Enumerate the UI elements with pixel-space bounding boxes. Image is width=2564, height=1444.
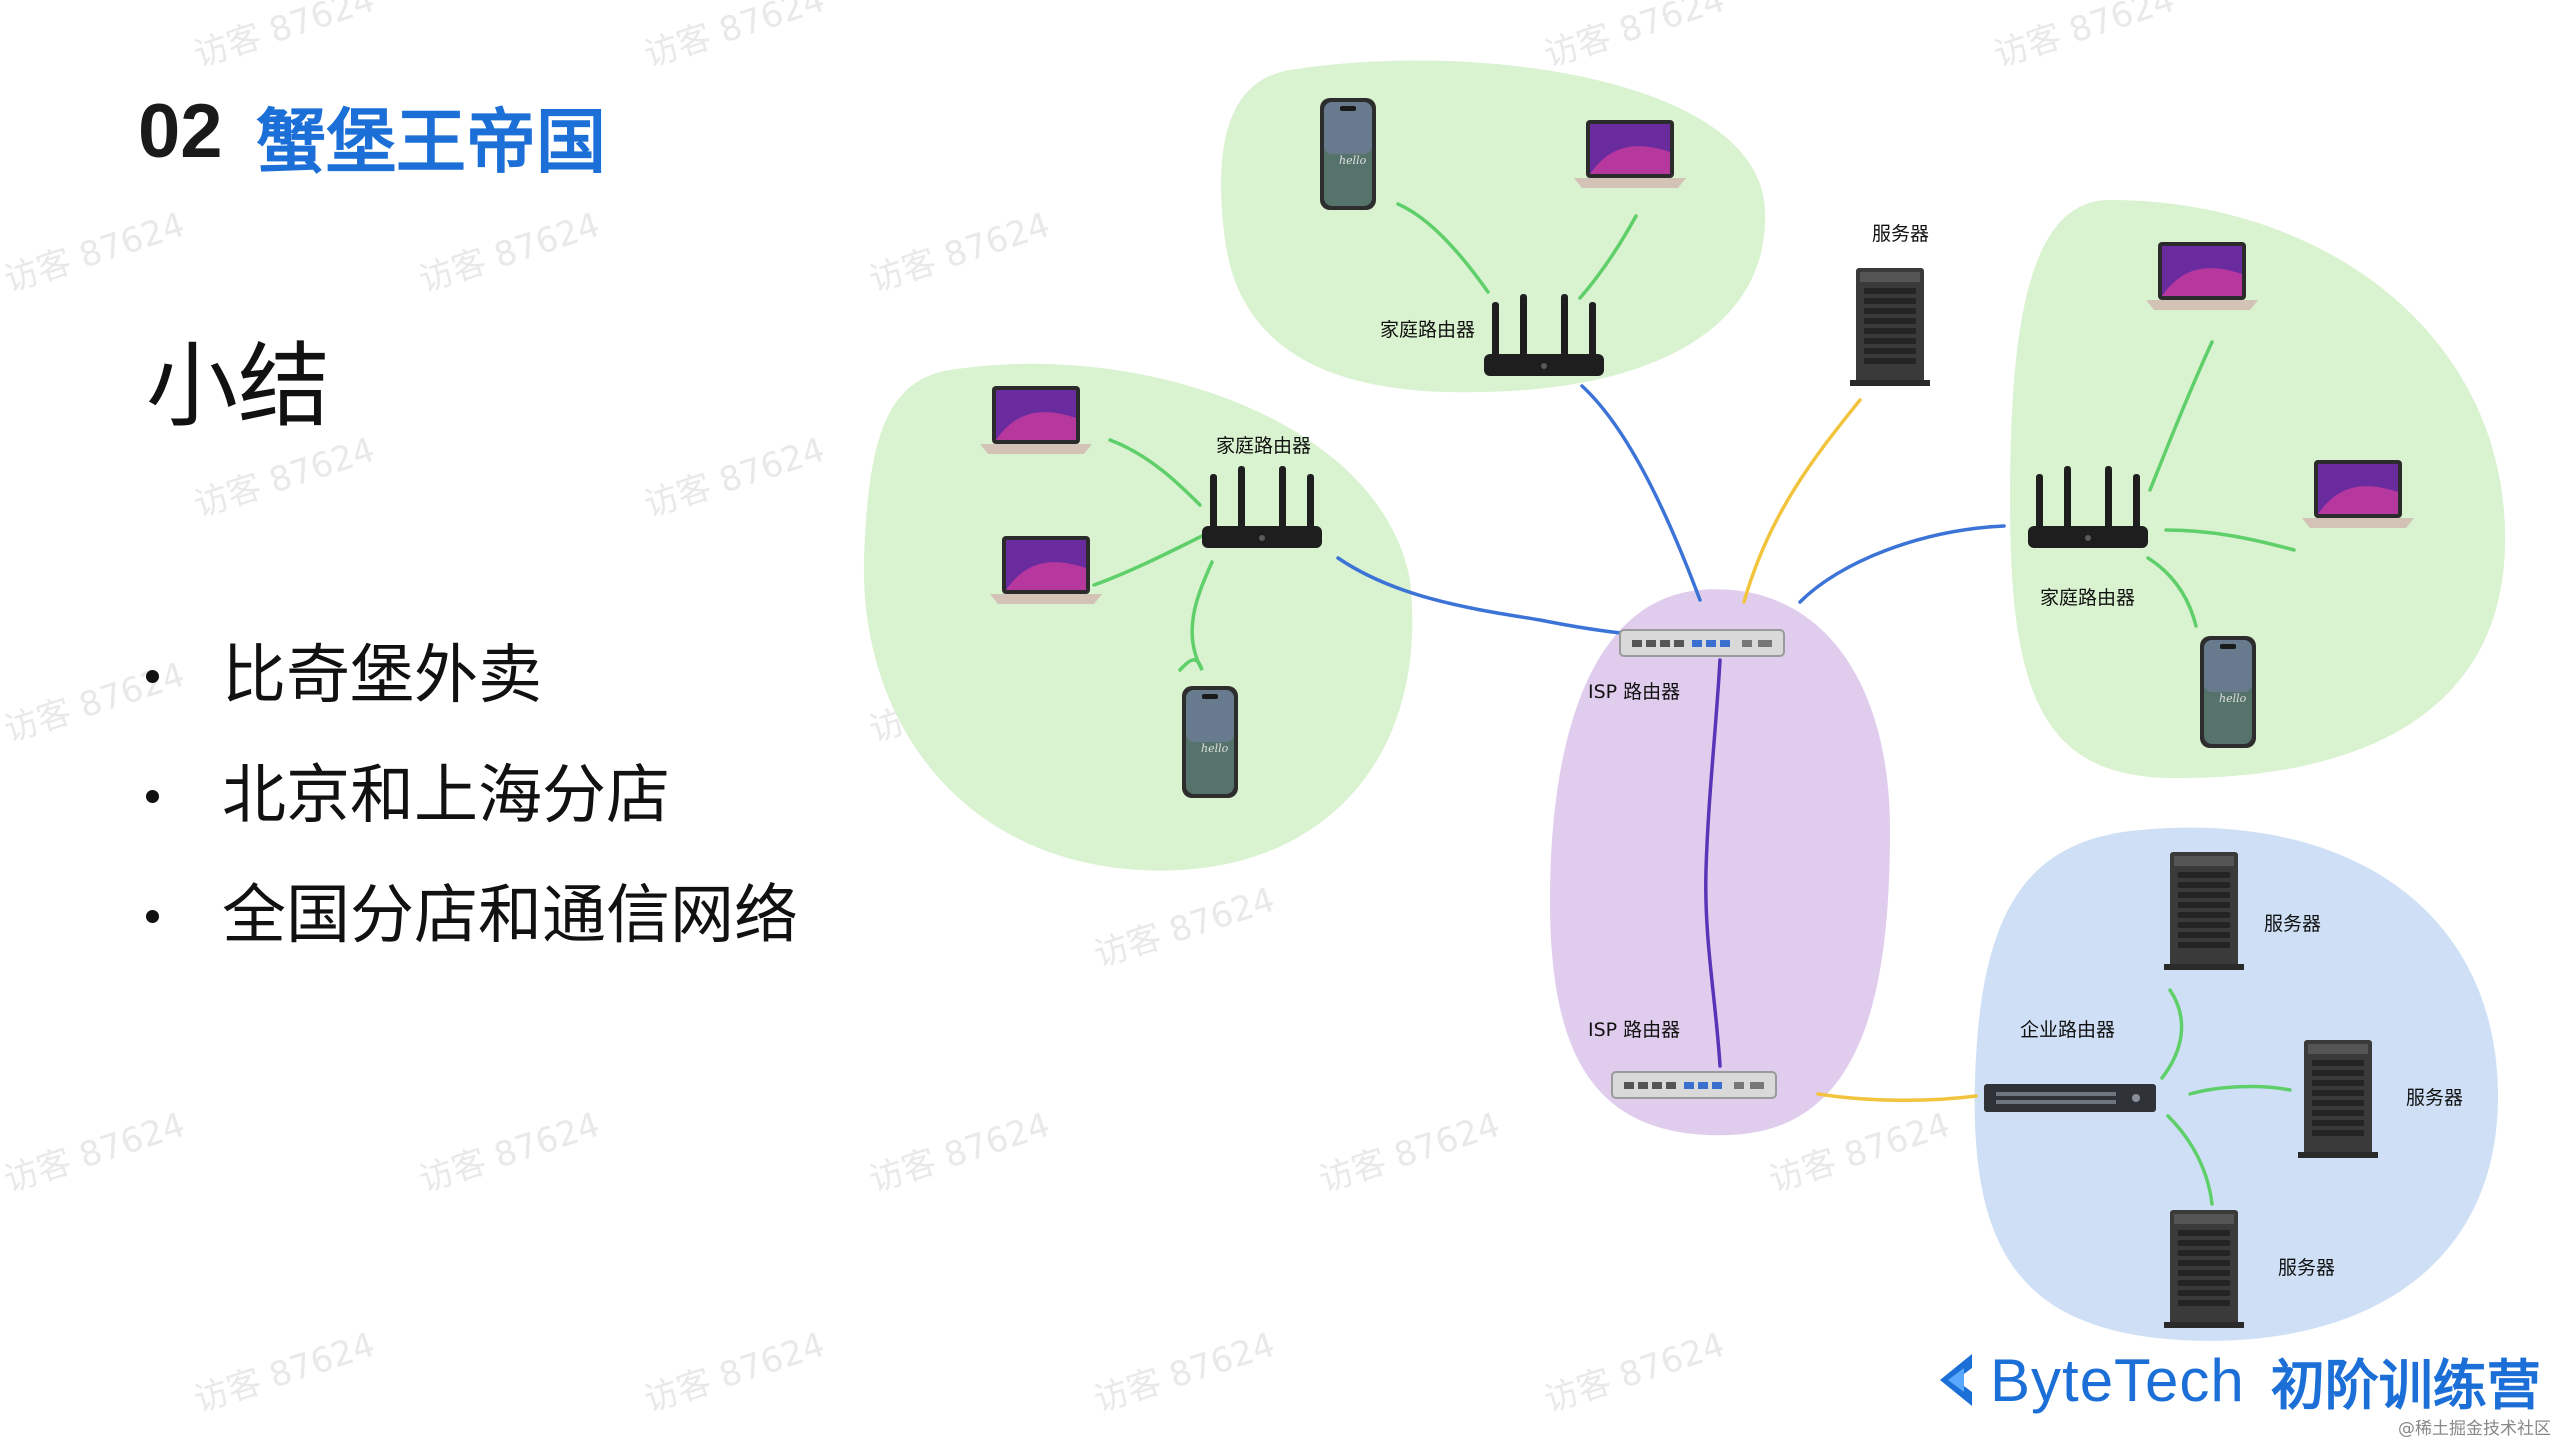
bullet-item: 北京和上海分店	[146, 746, 798, 866]
home-network-region	[2010, 200, 2506, 779]
server-icon	[2164, 1210, 2244, 1328]
server-label: 服务器	[2406, 1087, 2463, 1109]
section-number: 02	[138, 89, 223, 174]
link-green	[1396, 202, 1490, 294]
server-label: 服务器	[2264, 913, 2321, 935]
link-green	[1178, 560, 1214, 672]
link-green	[1092, 534, 1204, 587]
bytetech-logo: ByteTech 初阶训练营	[1934, 1345, 2541, 1417]
isp-router-label: ISP 路由器	[1588, 681, 1680, 703]
bullet-text: 北京和上海分店	[222, 759, 670, 833]
bullet-dot	[146, 670, 159, 683]
link-blue	[1336, 556, 1632, 636]
link-green	[1578, 214, 1638, 300]
laptop-icon	[990, 536, 1102, 604]
bullet-text: 全国分店和通信网络	[222, 879, 798, 953]
link-blue	[1798, 524, 2006, 604]
laptop-icon	[2302, 460, 2414, 528]
server-label: 服务器	[1872, 223, 1929, 245]
phone-icon	[2200, 636, 2256, 748]
bullet-item: 全国分店和通信网络	[146, 866, 798, 986]
link-green	[2188, 1084, 2292, 1096]
server-icon	[1850, 268, 1930, 386]
laptop-icon	[2146, 242, 2258, 310]
bullet-list: 比奇堡外卖 北京和上海分店 全国分店和通信网络	[146, 626, 798, 986]
link-green	[1108, 438, 1202, 507]
bullet-dot	[146, 910, 159, 923]
server-icon	[2298, 1040, 2378, 1158]
link-green	[2160, 988, 2184, 1080]
program-name: 初阶训练营	[2270, 1353, 2541, 1417]
link-green	[2166, 1114, 2214, 1206]
link-green	[2146, 556, 2198, 628]
link-green	[2148, 340, 2214, 492]
server-icon	[2164, 852, 2244, 970]
section-title: 蟹堡王帝国	[256, 101, 606, 183]
home-router-label: 家庭路由器	[2040, 587, 2135, 609]
link-blue	[1580, 384, 1702, 602]
home-network-region	[863, 363, 1413, 871]
switch-icon	[1984, 1084, 2156, 1112]
enterprise-router-label: 企业路由器	[2020, 1019, 2115, 1041]
bytetech-mark-icon	[1940, 1354, 1972, 1406]
home-router-label: 家庭路由器	[1380, 319, 1475, 341]
bullet-text: 比奇堡外卖	[222, 639, 542, 713]
isp-network-region	[1550, 589, 1890, 1136]
phone-icon	[1320, 98, 1376, 210]
isp-router-label: ISP 路由器	[1588, 1019, 1680, 1041]
isp-router-icon	[1619, 629, 1785, 657]
summary-title: 小结	[146, 333, 331, 440]
bullet-dot	[146, 790, 159, 803]
credit-text: @稀土掘金技术社区	[2398, 1419, 2551, 1439]
enterprise-network-region	[1974, 827, 2499, 1341]
bullet-item: 比奇堡外卖	[146, 626, 798, 746]
link-yellow	[1742, 398, 1862, 604]
link-yellow	[1816, 1092, 1978, 1103]
phone-icon	[1182, 686, 1238, 798]
link-purple	[1704, 658, 1722, 1068]
server-label: 服务器	[2278, 1257, 2335, 1279]
brand-name: ByteTech	[1990, 1346, 2245, 1414]
link-green	[2164, 528, 2296, 552]
laptop-icon	[1574, 120, 1686, 188]
isp-router-icon	[1611, 1071, 1777, 1099]
laptop-icon	[980, 386, 1092, 454]
home-router-label: 家庭路由器	[1216, 435, 1311, 457]
